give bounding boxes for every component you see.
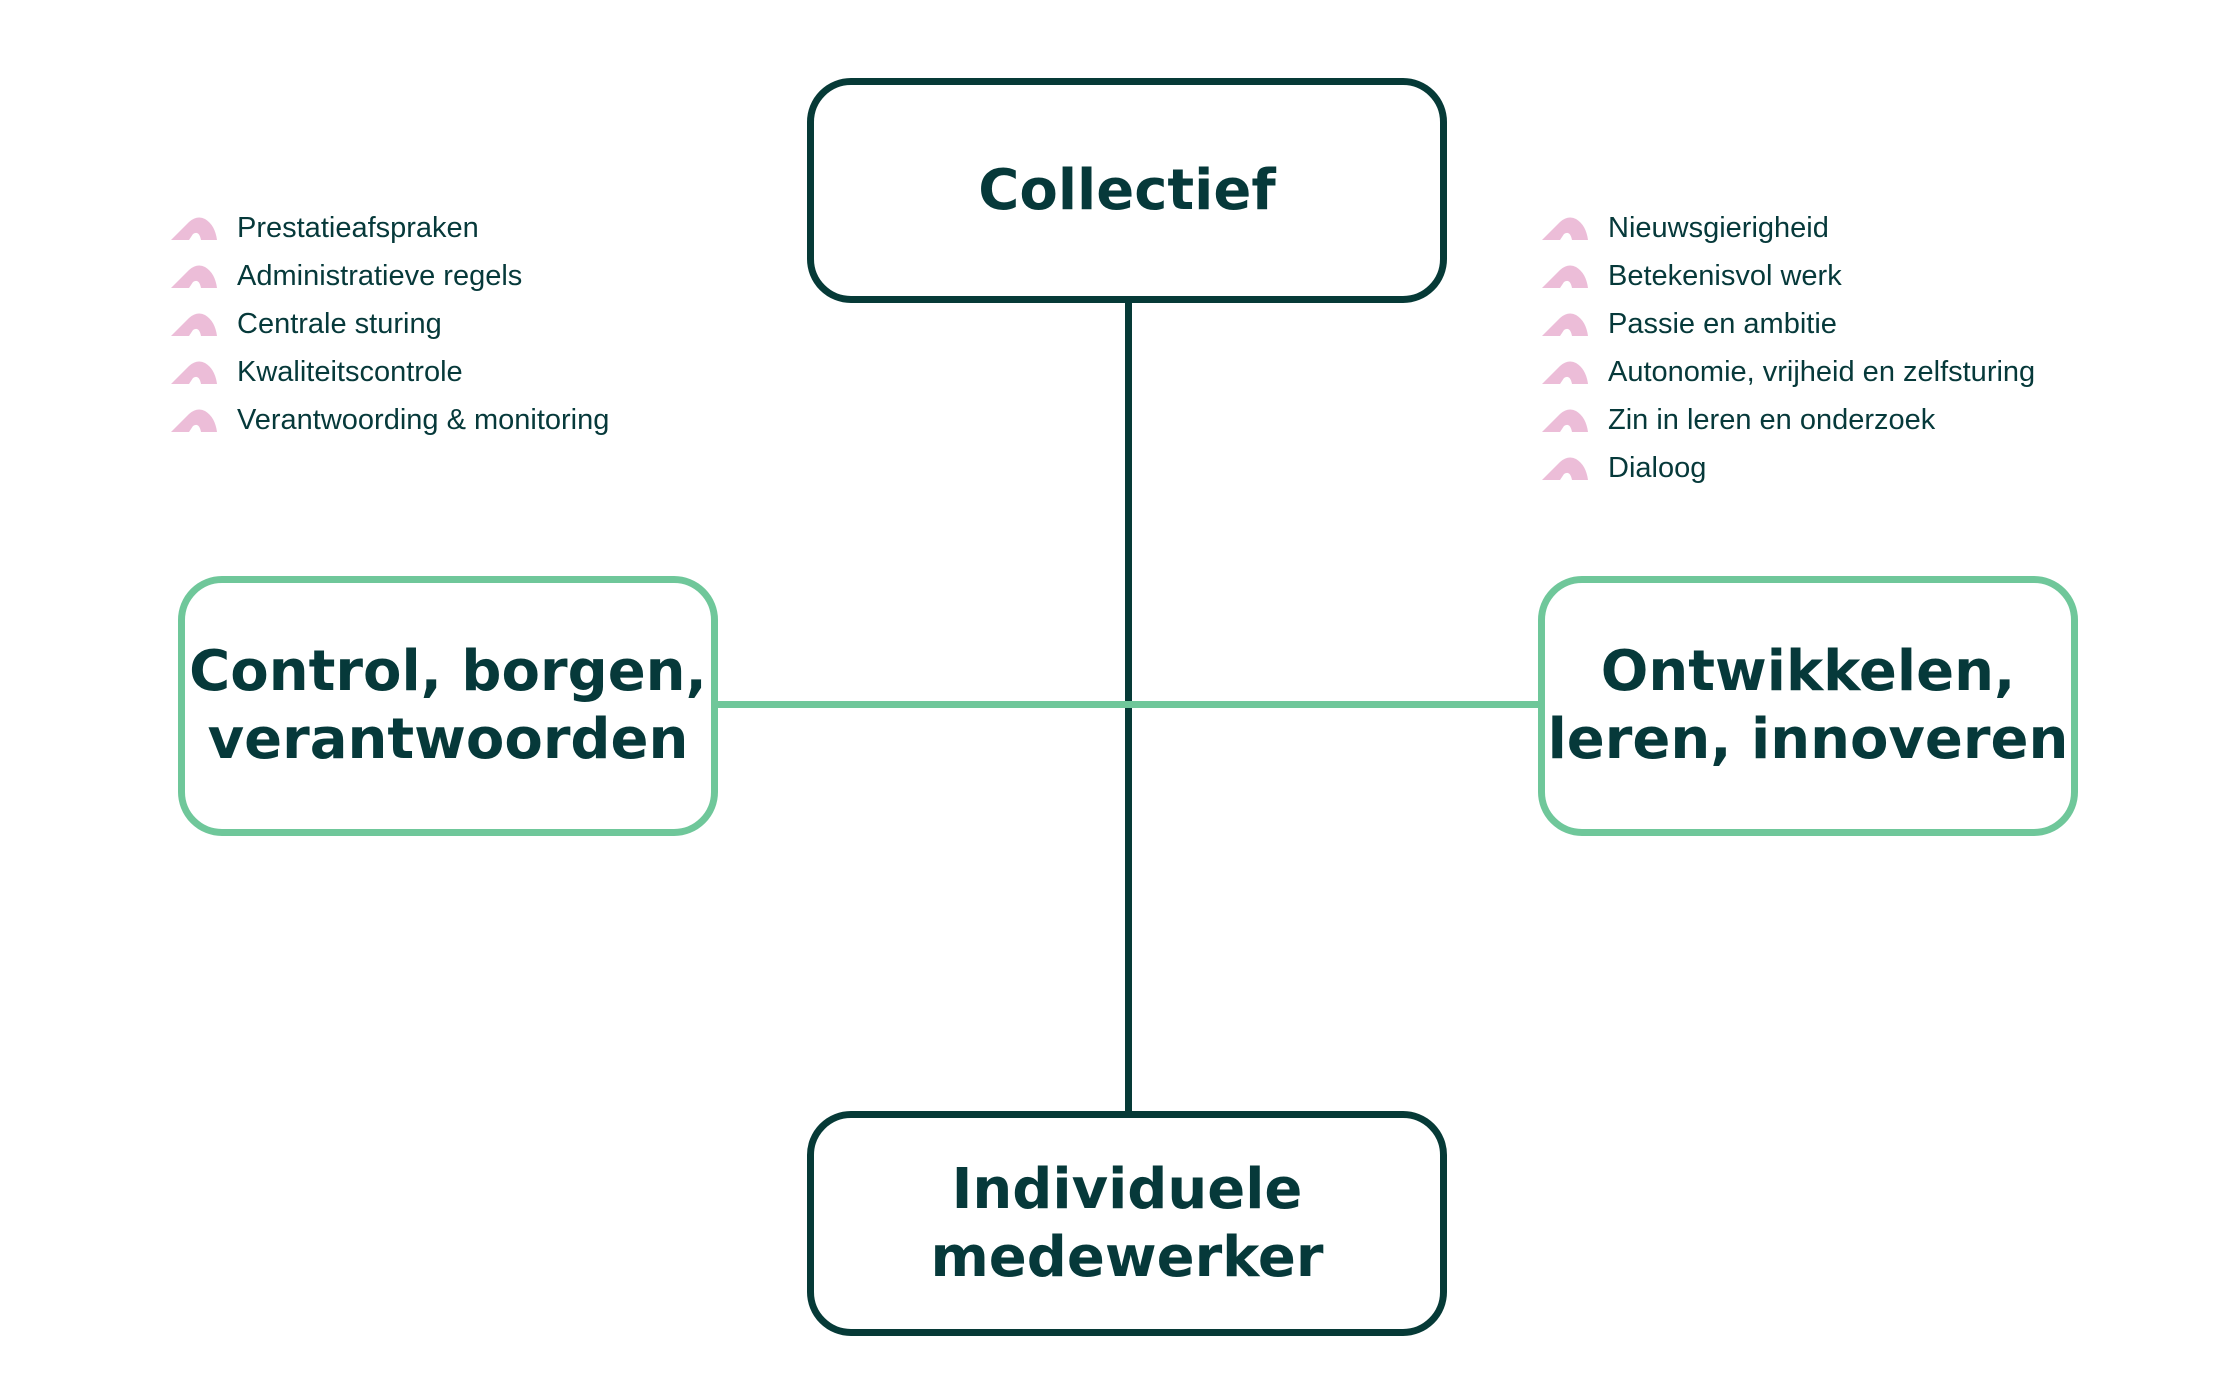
- list-item: Kwaliteitscontrole: [171, 348, 609, 396]
- list-item-label: Prestatieafspraken: [237, 211, 479, 244]
- list-item-label: Betekenisvol werk: [1608, 259, 1842, 292]
- list-item: Prestatieafspraken: [171, 204, 609, 252]
- arch-bullet-icon: [171, 265, 217, 288]
- node-label: Ontwikkelen,leren, innoveren: [1547, 639, 2069, 772]
- list-item-label: Passie en ambitie: [1608, 307, 1837, 340]
- list-item: Administratieve regels: [171, 252, 609, 300]
- list-item-label: Administratieve regels: [237, 259, 523, 292]
- horizontal-axis-line: [715, 701, 1541, 708]
- node-collectief: Collectief: [807, 78, 1447, 303]
- list-item-label: Kwaliteitscontrole: [237, 355, 463, 388]
- list-item: Verantwoording & monitoring: [171, 396, 609, 444]
- list-item: Nieuwsgierigheid: [1542, 204, 2035, 252]
- list-item-label: Nieuwsgierigheid: [1608, 211, 1829, 244]
- arch-bullet-icon: [1542, 313, 1588, 336]
- list-item: Betekenisvol werk: [1542, 252, 2035, 300]
- node-ontwikkelen: Ontwikkelen,leren, innoveren: [1538, 576, 2078, 836]
- list-item-label: Verantwoording & monitoring: [237, 403, 610, 436]
- arch-bullet-icon: [1542, 217, 1588, 240]
- arch-bullet-icon: [1542, 265, 1588, 288]
- arch-bullet-icon: [1542, 361, 1588, 384]
- arch-bullet-icon: [1542, 457, 1588, 480]
- arch-bullet-icon: [171, 409, 217, 432]
- node-label: Collectief: [978, 157, 1276, 223]
- list-item: Centrale sturing: [171, 300, 609, 348]
- list-item: Passie en ambitie: [1542, 300, 2035, 348]
- list-item: Zin in leren en onderzoek: [1542, 396, 2035, 444]
- list-item-label: Dialoog: [1608, 451, 1707, 484]
- list-item-label: Zin in leren en onderzoek: [1608, 403, 1936, 436]
- arch-bullet-icon: [171, 361, 217, 384]
- arch-bullet-icon: [1542, 409, 1588, 432]
- list-item-label: Centrale sturing: [237, 307, 442, 340]
- list-item: Dialoog: [1542, 444, 2035, 492]
- arch-bullet-icon: [171, 313, 217, 336]
- arch-bullet-icon: [171, 217, 217, 240]
- node-control: Control, borgen,verantwoorden: [178, 576, 718, 836]
- node-label: Control, borgen,verantwoorden: [189, 639, 707, 772]
- list-item: Autonomie, vrijheid en zelfsturing: [1542, 348, 2035, 396]
- list-item-label: Autonomie, vrijheid en zelfsturing: [1608, 355, 2036, 388]
